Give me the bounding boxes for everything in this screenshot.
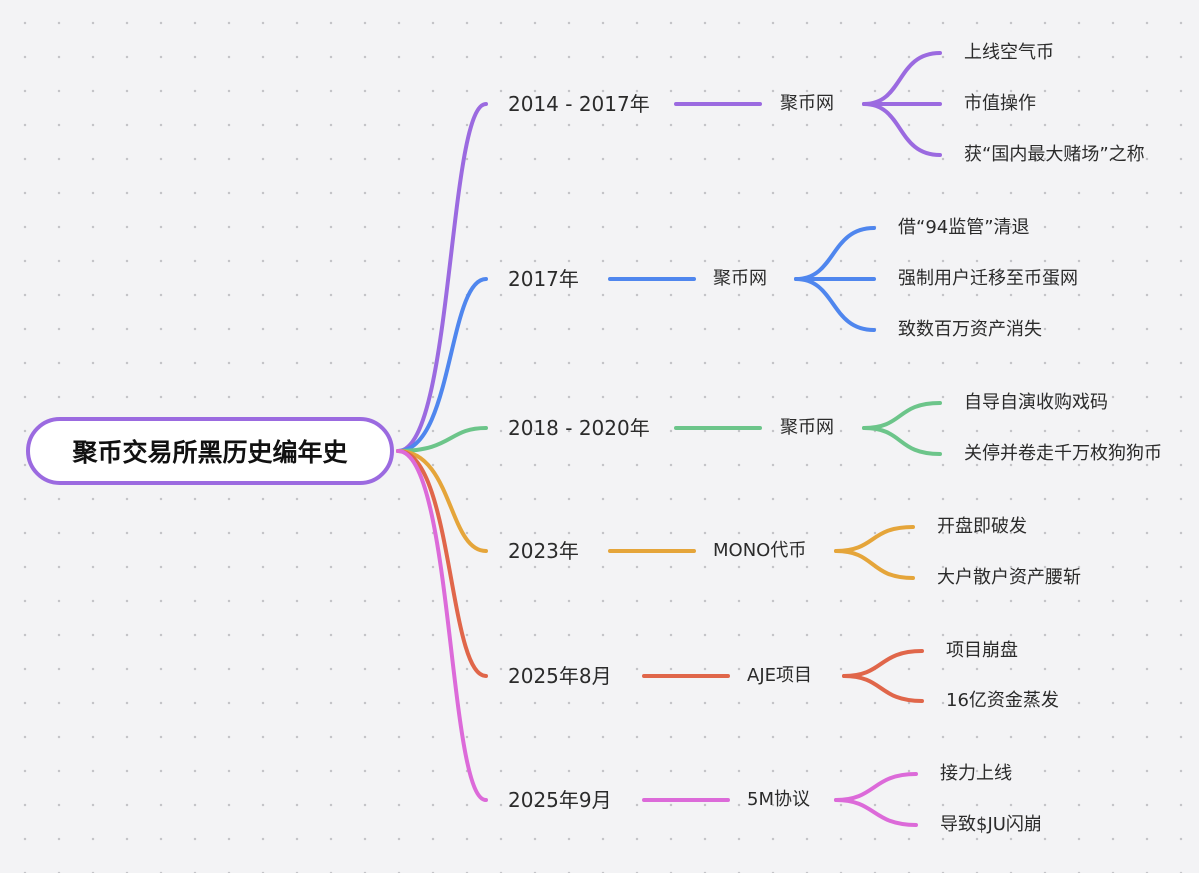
entity-node[interactable]: 聚币网 bbox=[780, 417, 834, 438]
leaf-curve-4-1 bbox=[834, 525, 915, 553]
event-node[interactable]: 借“94监管”清退 bbox=[898, 217, 1030, 238]
leaf-curve-1-3 bbox=[862, 102, 942, 157]
leaf-curve-6-2 bbox=[834, 798, 918, 827]
event-node[interactable]: 项目崩盘 bbox=[946, 640, 1018, 661]
leaf-curve-2-1 bbox=[794, 226, 876, 281]
branch-curve-6 bbox=[396, 449, 488, 802]
entity-node[interactable]: 5M协议 bbox=[747, 789, 810, 810]
event-node[interactable]: 开盘即破发 bbox=[937, 516, 1027, 537]
branch-curve-4 bbox=[396, 449, 488, 553]
year-node[interactable]: 2017年 bbox=[508, 267, 579, 291]
event-node[interactable]: 致数百万资产消失 bbox=[898, 319, 1042, 340]
event-node[interactable]: 大户散户资产腰斩 bbox=[937, 567, 1081, 588]
event-node[interactable]: 强制用户迁移至币蛋网 bbox=[898, 268, 1078, 289]
event-node[interactable]: 上线空气币 bbox=[964, 42, 1054, 63]
branch-curve-5 bbox=[396, 449, 488, 678]
entity-node[interactable]: MONO代币 bbox=[713, 540, 807, 561]
root-topic[interactable]: 聚币交易所黑历史编年史 bbox=[26, 417, 394, 485]
year-node[interactable]: 2025年9月 bbox=[508, 788, 612, 812]
year-node[interactable]: 2014 - 2017年 bbox=[508, 92, 650, 116]
leaf-curve-4-2 bbox=[834, 549, 915, 580]
year-node[interactable]: 2018 - 2020年 bbox=[508, 416, 650, 440]
leaf-curve-3-1 bbox=[862, 401, 942, 430]
branch-curve-2 bbox=[396, 277, 488, 453]
root-title: 聚币交易所黑历史编年史 bbox=[72, 438, 348, 467]
branch-curve-1 bbox=[396, 102, 488, 453]
event-node[interactable]: 市值操作 bbox=[964, 93, 1036, 114]
event-node[interactable]: 关停并卷走千万枚狗狗币 bbox=[964, 443, 1162, 464]
year-node[interactable]: 2025年8月 bbox=[508, 664, 612, 688]
leaf-curve-6-1 bbox=[834, 772, 918, 802]
event-node[interactable]: 16亿资金蒸发 bbox=[946, 690, 1059, 711]
event-node[interactable]: 获“国内最大赌场”之称 bbox=[964, 144, 1145, 165]
branch-curve-3 bbox=[396, 426, 488, 453]
leaf-curve-3-2 bbox=[862, 426, 942, 456]
year-node[interactable]: 2023年 bbox=[508, 539, 579, 563]
event-node[interactable]: 接力上线 bbox=[940, 763, 1012, 784]
event-node[interactable]: 导致$JU闪崩 bbox=[940, 814, 1042, 835]
leaf-curve-5-1 bbox=[842, 649, 924, 678]
event-node[interactable]: 自导自演收购戏码 bbox=[964, 392, 1108, 413]
leaf-curve-1-1 bbox=[862, 51, 942, 106]
leaf-curve-2-3 bbox=[794, 277, 876, 332]
leaf-curve-5-2 bbox=[842, 674, 924, 703]
entity-node[interactable]: 聚币网 bbox=[780, 93, 834, 114]
entity-node[interactable]: 聚币网 bbox=[713, 268, 767, 289]
entity-node[interactable]: AJE项目 bbox=[747, 665, 812, 686]
